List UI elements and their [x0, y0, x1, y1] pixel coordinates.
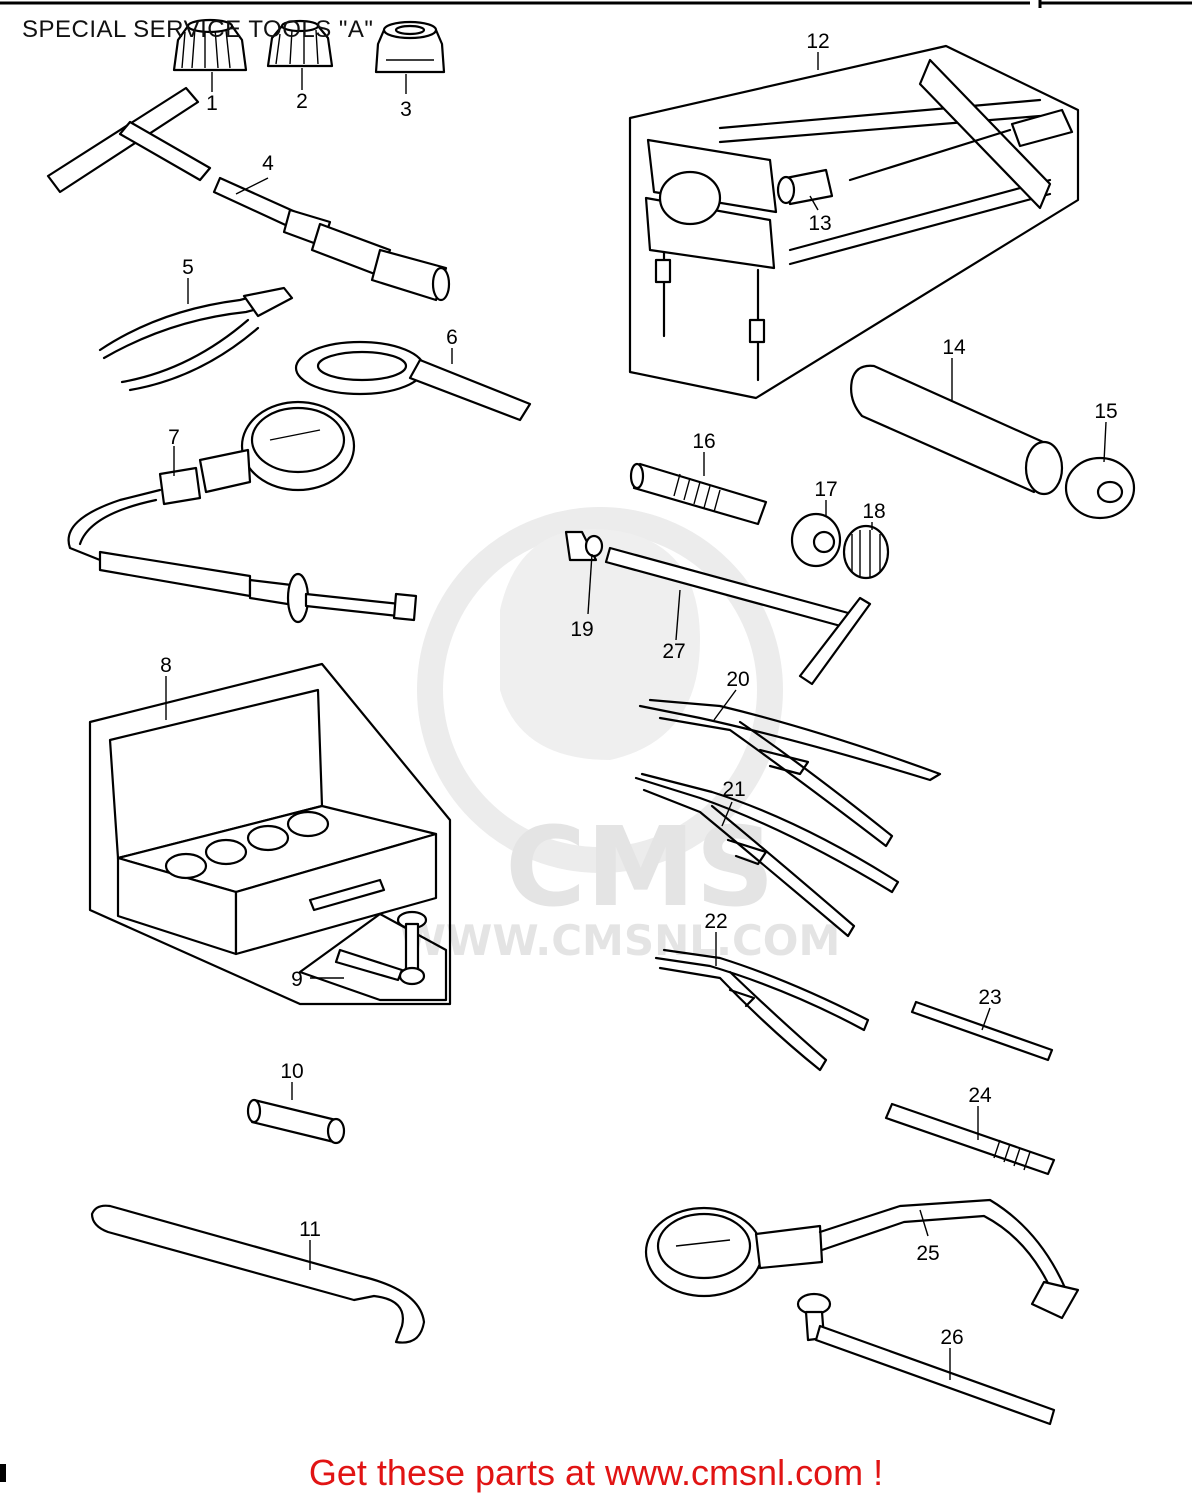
callout-20: 20: [726, 668, 749, 691]
watermark-logo-text: CMS: [505, 803, 774, 931]
part-1-bearing: [172, 18, 248, 72]
part-13-cap: [776, 168, 834, 206]
callout-24: 24: [968, 1084, 992, 1107]
part-5-pliers: [98, 286, 294, 392]
part-7-compression-gauge: [67, 400, 418, 624]
part-21-circlip-pliers: [634, 772, 900, 938]
callout-9: 9: [291, 968, 303, 991]
part-27-t-handle: [604, 546, 872, 686]
part-24-pin: [884, 1102, 1056, 1176]
callout-18: 18: [862, 500, 885, 523]
callout-21: 21: [722, 778, 745, 801]
part-6-ring-spanner: [294, 340, 532, 422]
part-4-t-handle-driver: [46, 86, 451, 302]
callout-22: 22: [704, 910, 727, 933]
part-3-bearing: [374, 20, 446, 74]
part-16-threaded-tool: [629, 462, 768, 526]
callout-3: 3: [400, 98, 412, 121]
callout-6: 6: [446, 326, 458, 349]
edge-mark: [0, 1464, 6, 1482]
part-15-cap: [1064, 456, 1136, 520]
callout-15: 15: [1094, 400, 1117, 423]
diagram-title: SPECIAL SERVICE TOOLS "A": [22, 16, 374, 43]
part-26-adapter-hose: [796, 1292, 1056, 1426]
callout-13: 13: [808, 212, 831, 235]
callout-12: 12: [806, 30, 829, 53]
part-17-spacer: [790, 512, 842, 568]
callout-5: 5: [182, 256, 194, 279]
part-25-pressure-gauge: [644, 1198, 1080, 1320]
leader-lines: [165, 52, 1107, 1380]
callout-2: 2: [296, 90, 308, 113]
part-20-circlip-pliers: [638, 698, 942, 848]
watermark-url-text: WWW.CMSNL.COM: [400, 916, 841, 965]
callout-19: 19: [570, 618, 593, 641]
part-8-tool-case: [88, 662, 452, 1006]
callout-26: 26: [940, 1326, 963, 1349]
callout-11: 11: [299, 1218, 321, 1241]
watermark: CMS WWW.CMSNL.COM: [400, 507, 841, 965]
callout-7: 7: [168, 426, 180, 449]
callout-labels: 1 2 3 4 5 6 7 8 9 10 11 12 13 14 15 16 1…: [160, 30, 1118, 1349]
part-10-socket: [246, 1098, 346, 1145]
callout-25: 25: [916, 1242, 939, 1265]
callout-17: 17: [814, 478, 837, 501]
callout-14: 14: [942, 336, 966, 359]
part-23-pin: [910, 1000, 1054, 1062]
part-12-bearing-puller: [628, 44, 1080, 400]
footer-link-text[interactable]: Get these parts at www.cmsnl.com !: [308, 1452, 884, 1493]
part-11-hook-wrench: [90, 1204, 426, 1344]
callout-10: 10: [280, 1060, 303, 1083]
part-2-bearing: [266, 19, 334, 68]
callout-27: 27: [662, 640, 685, 663]
callout-4: 4: [262, 152, 274, 175]
callout-16: 16: [692, 430, 715, 453]
part-19-adapter: [564, 530, 604, 562]
callout-23: 23: [978, 986, 1001, 1009]
callout-1: 1: [206, 92, 218, 115]
part-14-sleeve: [850, 364, 1064, 496]
callout-8: 8: [160, 654, 172, 677]
part-9-adapter: [298, 910, 448, 1002]
part-22-circlip-pliers: [654, 948, 870, 1072]
part-18-knurled-nut: [842, 524, 890, 580]
